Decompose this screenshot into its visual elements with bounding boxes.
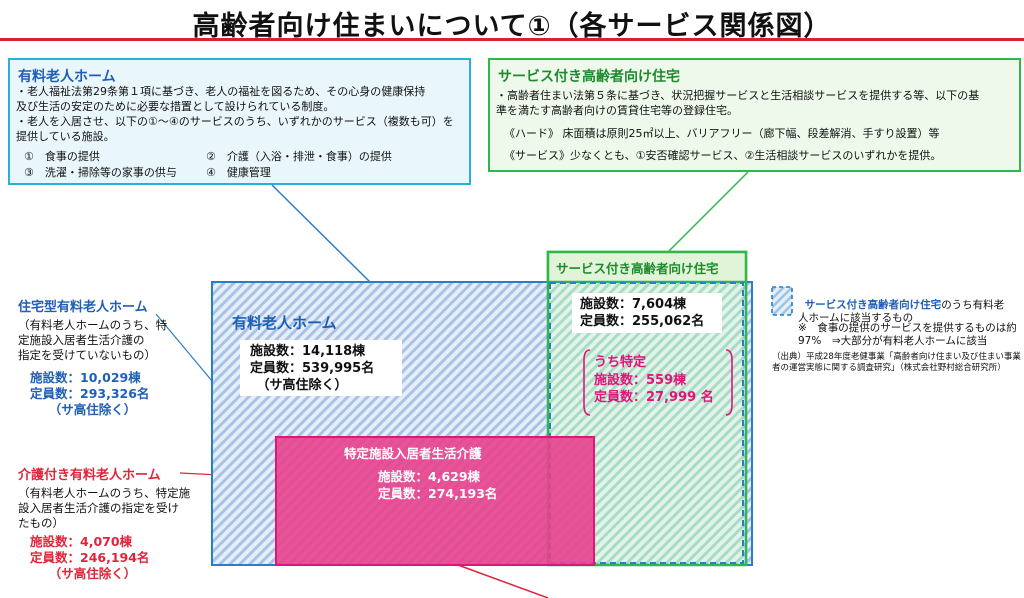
legend-bold: サービス付き高齢者向け住宅 bbox=[804, 299, 942, 311]
yuryo-stats: 施設数：14,118棟 定員数：539,995名 （サ高住除く） bbox=[250, 344, 375, 393]
sakoju-area-header: サービス付き高齢者向け住宅 bbox=[556, 261, 719, 276]
page-title: 高齢者向け住まいについて①（各サービス関係図） bbox=[192, 11, 832, 42]
tokutei-area-title: 特定施設入居者生活介護 bbox=[344, 446, 482, 461]
service-item-1: ① 食事の提供 bbox=[24, 150, 100, 163]
kaigo-title: 介護付き有料老人ホーム bbox=[18, 468, 161, 483]
legend-text: サービス付き高齢者向け住宅のうち有料老 人ホームに該当するもの bbox=[798, 286, 1004, 325]
yuryo-description-box: 有料老人ホーム ・老人福祉法第29条第１項に基づき、老人の福祉を図るため、その心… bbox=[8, 58, 471, 185]
yuryo-box-text: ・老人福祉法第29条第１項に基づき、老人の福祉を図るため、その心身の健康保持 及… bbox=[16, 85, 454, 143]
tokutei-bracket-right bbox=[725, 349, 733, 416]
sakoju-tokutei-stats: 施設数：559棟 定員数：27,999 名 bbox=[594, 373, 714, 405]
sakoju-box-title: サービス付き高齢者向け住宅 bbox=[498, 69, 680, 85]
service-item-3: ③ 洗濯・掃除等の家事の供与 bbox=[24, 166, 177, 179]
jutaku-title: 住宅型有料老人ホーム bbox=[18, 300, 148, 315]
tokutei-area bbox=[275, 436, 595, 566]
kaigo-note: （有料老人ホームのうち、特定施 設入居者生活介護の指定を受け たもの） bbox=[18, 486, 191, 530]
sakoju-description-box: サービス付き高齢者向け住宅 ・高齢者住まい法第５条に基づき、状況把握サービスと生… bbox=[488, 58, 1021, 172]
service-item-4: ④ 健康管理 bbox=[206, 166, 271, 179]
service-item-2: ② 介護（入浴・排泄・食事）の提供 bbox=[206, 150, 392, 163]
legend-rest: のうち有料老 人ホームに該当するもの bbox=[798, 299, 1005, 324]
sakoju-box-text: ・高齢者住まい法第５条に基づき、状況把握サービスと生活相談サービスを提供する等、… bbox=[496, 89, 980, 117]
title-rule bbox=[0, 38, 1024, 41]
bottom-connector bbox=[457, 564, 549, 598]
sakoju-tokutei-card: うち特定 施設数：559棟 定員数：27,999 名 bbox=[590, 352, 726, 414]
yuryo-area-label: 有料老人ホーム bbox=[232, 314, 337, 332]
yuryo-box-title: 有料老人ホーム bbox=[18, 69, 116, 85]
jutaku-stats: 施設数：10,029棟 定員数：293,326名 （サ高住除く） bbox=[30, 370, 150, 417]
sakoju-header-band bbox=[546, 250, 748, 284]
jutaku-note: （有料老人ホームのうち、特 定施設入居者生活介護の 指定を受けていないもの） bbox=[18, 318, 168, 362]
sakoju-stats: 施設数：7,604棟 定員数：255,062名 bbox=[580, 297, 705, 329]
yuryo-connector bbox=[271, 184, 371, 283]
tokutei-stats: 施設数：4,629棟 定員数：274,193名 bbox=[378, 469, 498, 501]
tokutei-bracket-left bbox=[583, 349, 591, 416]
legend-swatch bbox=[771, 286, 793, 316]
source-note: （出典）平成28年度老健事業「高齢者向け住まい及び住まい事業 者の運営実態に関す… bbox=[772, 352, 1021, 373]
yuryo-stats-card: 施設数：14,118棟 定員数：539,995名 （サ高住除く） bbox=[240, 340, 402, 396]
sakoju-box-hard: 《ハード》 床面積は原則25㎡以上、バリアフリー（廊下幅、段差解消、手すり設置）… bbox=[504, 127, 940, 140]
sakoju-connector bbox=[667, 171, 749, 253]
sakoju-stats-card: 施設数：7,604棟 定員数：255,062名 bbox=[572, 293, 722, 333]
sakoju-box-service: 《サービス》少なくとも、①安否確認サービス、②生活相談サービスのいずれかを提供。 bbox=[504, 149, 942, 162]
kaigo-stats: 施設数：4,070棟 定員数：246,194名 （サ高住除く） bbox=[30, 534, 150, 581]
legend-note: ※ 食事の提供のサービスを提供するものは約 97% ⇒大部分が有料老人ホームに該… bbox=[798, 322, 1017, 347]
sakoju-tokutei-title: うち特定 bbox=[594, 355, 647, 370]
